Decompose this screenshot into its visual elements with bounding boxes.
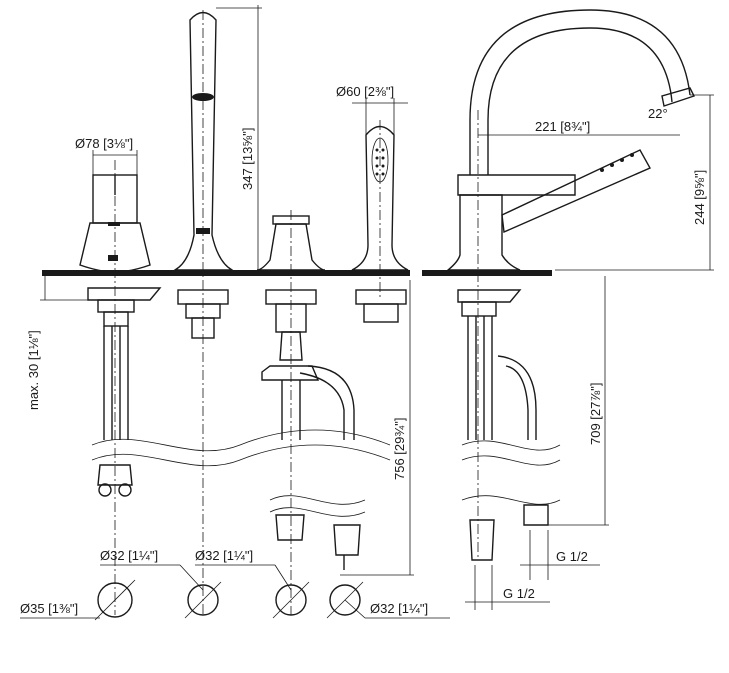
diverter-valve xyxy=(256,215,361,570)
center-lines xyxy=(114,10,479,615)
gooseneck-spout xyxy=(446,9,695,561)
dim-g12-lower: G 1/2 xyxy=(503,586,535,601)
dim-32-c: Ø32 [1¼"] xyxy=(370,601,428,616)
dim-756: 756 [29¾"] xyxy=(392,418,407,480)
dim-32-a: Ø32 [1¼"] xyxy=(100,548,158,563)
dim-max-30: max. 30 [1⅛"] xyxy=(26,330,41,410)
mixer-left-underside xyxy=(87,287,162,497)
dimension-lines xyxy=(20,5,714,619)
dimension-labels: Ø78 [3⅛"] 347 [13⅝"] Ø60 [2⅜"] 221 [8¾"]… xyxy=(20,84,707,616)
cutout-circles xyxy=(94,579,364,621)
dim-32-b: Ø32 [1¼"] xyxy=(195,548,253,563)
tall-spout xyxy=(172,11,235,339)
dim-78: Ø78 [3⅛"] xyxy=(75,136,133,151)
dim-35: Ø35 [1⅜"] xyxy=(20,601,78,616)
dim-244: 244 [9⅝"] xyxy=(692,170,707,225)
mixer-handle-left xyxy=(79,174,151,273)
deck-plate xyxy=(42,270,552,276)
dim-22-degree: 22° xyxy=(648,106,668,121)
dim-g12-upper: G 1/2 xyxy=(556,549,588,564)
hand-shower xyxy=(351,125,409,323)
dim-347: 347 [13⅝"] xyxy=(240,128,255,190)
dim-60: Ø60 [2⅜"] xyxy=(336,84,394,99)
dim-709: 709 [27⅞"] xyxy=(588,383,603,445)
dim-221: 221 [8¾"] xyxy=(535,119,590,134)
break-lines xyxy=(91,429,561,517)
